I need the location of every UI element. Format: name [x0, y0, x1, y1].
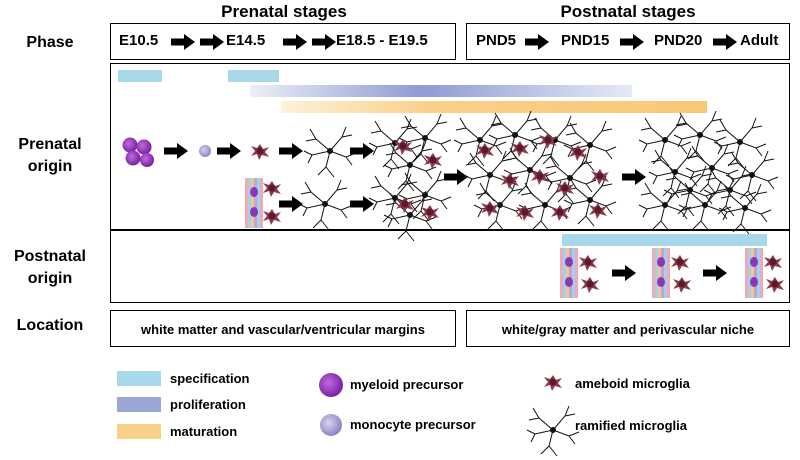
- prenatal-origin-label-line2: origin: [27, 158, 73, 175]
- phase-pnd15: PND15: [561, 32, 610, 49]
- legend-specification: specification: [170, 371, 250, 386]
- phase-row-label: Phase: [26, 34, 74, 51]
- phase-adult: Adult: [740, 32, 779, 49]
- postnatal-origin-label-line1: Postnatal: [13, 248, 86, 265]
- arrow-to-ramified-cluster: [350, 143, 374, 159]
- arrow-myeloid-to-monocyte: [164, 143, 188, 159]
- phase-arrows-postnatal: [525, 34, 737, 50]
- postnatal-origin-row-label: Postnatal origin: [0, 246, 100, 290]
- ramified-microglia-icon: [526, 405, 580, 457]
- maturation-bar: [281, 101, 707, 113]
- postnatal-vessel-3: [745, 248, 784, 298]
- arrow-postnatal-2: [703, 265, 727, 281]
- postnatal-origin-label-line2: origin: [27, 270, 73, 287]
- ameboid-at-vessel-top: [263, 181, 281, 197]
- legend-monocyte-precursor: monocyte precursor: [350, 417, 476, 432]
- prenatal-origin-row-label: Prenatal origin: [0, 134, 100, 178]
- specification-swatch: [117, 371, 161, 386]
- prenatal-origin-label-line1: Prenatal: [18, 136, 82, 153]
- prenatal-location-box: white matter and vascular/ventricular ma…: [110, 310, 456, 347]
- ramified-microglia-vessel: [298, 179, 352, 231]
- phase-pnd5: PND5: [476, 32, 517, 49]
- prenatal-location-text: white matter and vascular/ventricular ma…: [141, 322, 425, 337]
- myeloid-precursor-cells: [122, 137, 154, 167]
- specification-bar-early: [118, 70, 162, 82]
- postnatal-location-box: white/gray matter and perivascular niche: [466, 310, 790, 347]
- postnatal-specification-bar: [562, 234, 767, 246]
- arrow-to-ramified-network: [622, 169, 646, 185]
- postnatal-location-text: white/gray matter and perivascular niche: [501, 322, 755, 337]
- proliferation-swatch: [117, 397, 161, 412]
- legend-ramified-microglia: ramified microglia: [575, 418, 687, 433]
- myeloid-precursor-icon: [319, 373, 343, 397]
- arrow-ameboid-to-ramified: [279, 143, 303, 159]
- origin-divider: [110, 229, 790, 231]
- monocyte-precursor-icon: [320, 414, 342, 436]
- arrow-to-dense-cluster: [444, 169, 468, 185]
- phase-e10-5: E10.5: [119, 32, 159, 49]
- specification-bar-mid: [228, 70, 279, 82]
- maturation-swatch: [117, 424, 161, 439]
- ameboid-at-vessel-bottom: [263, 209, 281, 225]
- ameboid-microglia-icon: [544, 375, 562, 391]
- phase-e14-5: E14.5: [226, 32, 266, 49]
- postnatal-vessel-2: [652, 248, 691, 298]
- location-row-label: Location: [16, 317, 84, 334]
- mixed-microglia-cluster-top: [368, 113, 452, 192]
- dense-mixed-microglia-cluster: [453, 110, 617, 232]
- phase-arrows-prenatal: [171, 34, 336, 50]
- legend-myeloid-precursor: myeloid precursor: [350, 377, 464, 392]
- phase-e18-5-e19-5: E18.5 - E19.5: [336, 32, 428, 49]
- blood-vessel-prenatal: [245, 178, 263, 228]
- ramified-microglia-early: [303, 126, 357, 178]
- ameboid-microglia-early: [251, 144, 269, 160]
- monocyte-precursor-cell: [199, 145, 211, 157]
- prenatal-stages-title: Prenatal stages: [221, 2, 347, 21]
- proliferation-bar: [250, 85, 632, 97]
- legend-maturation: maturation: [170, 424, 238, 439]
- postnatal-stages-title: Postnatal stages: [560, 2, 696, 21]
- mixed-microglia-cluster-bottom: [368, 170, 452, 242]
- postnatal-vessel-1: [560, 248, 599, 298]
- legend-proliferation: proliferation: [170, 397, 246, 412]
- legend-ameboid-microglia: ameboid microglia: [575, 376, 690, 391]
- arrow-monocyte-to-ameboid: [217, 143, 241, 159]
- ramified-microglia-network: [638, 110, 779, 235]
- phase-pnd20: PND20: [654, 32, 703, 49]
- arrow-postnatal-1: [612, 265, 636, 281]
